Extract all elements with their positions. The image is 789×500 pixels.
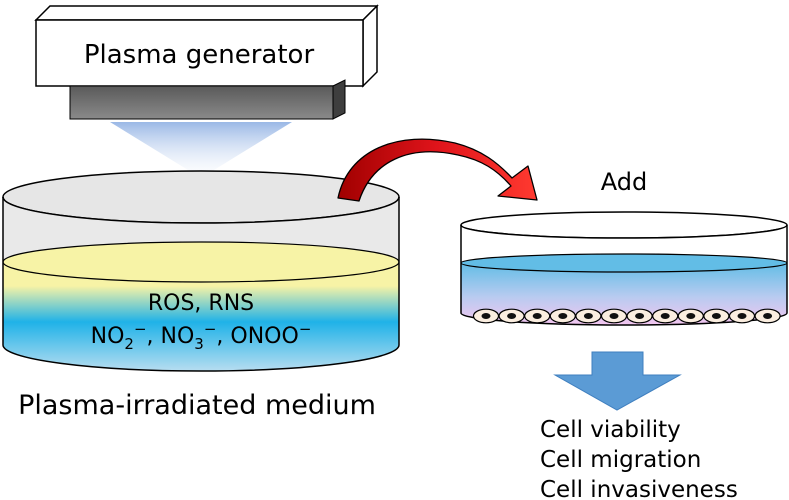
outcome-item: Cell viability xyxy=(540,417,681,443)
medium-caption: Plasma-irradiated medium xyxy=(18,390,376,421)
medium-surface xyxy=(2,241,400,283)
curved-arrow-icon xyxy=(337,138,538,202)
outcomes-list: Cell viability Cell migration Cell invas… xyxy=(540,417,738,500)
cell-layer xyxy=(472,308,781,324)
cell-icon xyxy=(549,308,576,324)
cell-icon xyxy=(626,308,653,324)
outcome-item: Cell migration xyxy=(540,447,701,473)
cell-icon xyxy=(754,308,781,324)
outcome-item: Cell invasiveness xyxy=(540,477,738,500)
generator-label: Plasma generator xyxy=(84,40,315,70)
species-line-1: ROS, RNS xyxy=(148,291,254,316)
cell-icon xyxy=(677,308,704,324)
down-arrow-icon xyxy=(553,351,682,411)
cell-icon xyxy=(652,308,679,324)
cell-icon xyxy=(498,308,525,324)
cell-icon xyxy=(728,308,756,324)
cell-icon xyxy=(575,308,602,324)
culture-medium-surface xyxy=(460,253,788,273)
cell-icon xyxy=(524,308,551,324)
plasma-generator: Plasma generator xyxy=(34,4,379,120)
cell-icon xyxy=(703,308,730,324)
cell-icon xyxy=(472,308,500,324)
species-line-2: NO2−, NO3−, ONOO− xyxy=(91,320,312,353)
cell-icon xyxy=(600,308,628,324)
add-label: Add xyxy=(601,168,647,196)
large-dish: ROS, RNS NO2−, NO3−, ONOO− xyxy=(2,170,400,372)
plasma-beam xyxy=(110,122,292,178)
small-dish xyxy=(460,211,788,326)
